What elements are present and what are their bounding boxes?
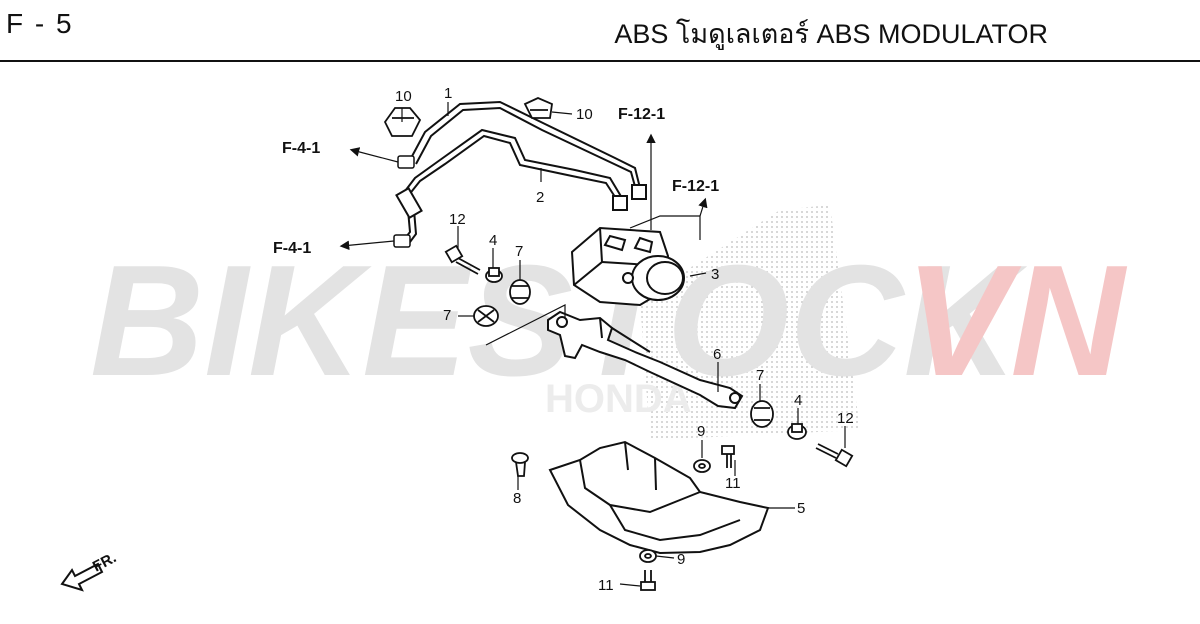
callout-1[interactable]: 1 <box>444 85 452 102</box>
rubber-mount-2 <box>473 305 499 327</box>
front-direction-arrow-icon: FR. <box>60 549 119 592</box>
callout-11-upper[interactable]: 11 <box>725 475 741 492</box>
callout-5[interactable]: 5 <box>797 500 805 517</box>
washer-9-upper <box>693 459 711 473</box>
collar-1 <box>485 267 503 283</box>
watermark-sub: HONDA <box>545 377 692 421</box>
callout-4-right[interactable]: 4 <box>794 392 802 409</box>
pipe-clip-right <box>523 97 553 119</box>
modulator-bracket <box>547 310 744 410</box>
screw-11-upper <box>721 445 735 468</box>
collar-2 <box>787 423 807 440</box>
ref-f4-1-lower[interactable]: F-4-1 <box>273 240 311 257</box>
callout-10-left[interactable]: 10 <box>395 88 412 105</box>
screw-11-lower <box>640 570 656 591</box>
page-code: F - 5 <box>6 8 74 39</box>
watermark: BIKESTOCK VN HONDA <box>90 205 1127 440</box>
header-divider <box>0 60 1200 62</box>
callout-7-upper[interactable]: 7 <box>515 243 523 260</box>
ref-f12-1-lower[interactable]: F-12-1 <box>672 178 719 195</box>
bolt-12-left <box>444 244 481 275</box>
brake-pipe-1 <box>409 100 647 200</box>
callout-9-upper[interactable]: 9 <box>697 423 705 440</box>
callout-6[interactable]: 6 <box>713 346 721 363</box>
callout-12-right[interactable]: 12 <box>837 410 854 427</box>
page-title: ABS โมดูเลเตอร์ ABS MODULATOR <box>614 19 1048 49</box>
callout-12-left[interactable]: 12 <box>449 211 466 228</box>
callout-7-right[interactable]: 7 <box>756 367 764 384</box>
reference-arrows <box>339 133 708 251</box>
rubber-mount-1 <box>509 279 531 305</box>
leader-lines <box>401 102 846 587</box>
callout-4-left[interactable]: 4 <box>489 232 497 249</box>
washer-9-lower <box>639 549 657 563</box>
callout-9-lower[interactable]: 9 <box>677 551 685 568</box>
rubber-mount-3 <box>750 400 774 428</box>
brake-pipe-2 <box>395 128 628 247</box>
callout-3[interactable]: 3 <box>711 266 719 283</box>
callout-10-right[interactable]: 10 <box>576 106 593 123</box>
bolt-12-right <box>815 443 854 468</box>
callout-8[interactable]: 8 <box>513 490 521 507</box>
callout-7-left[interactable]: 7 <box>443 307 451 324</box>
callout-11-lower[interactable]: 11 <box>598 577 614 594</box>
ref-f12-1-upper[interactable]: F-12-1 <box>618 106 665 123</box>
callout-2[interactable]: 2 <box>536 189 544 206</box>
under-cover <box>548 440 770 555</box>
pipe-fitting-lower <box>393 234 411 248</box>
abs-modulator <box>570 226 685 307</box>
watermark-suffix: VN <box>905 233 1127 409</box>
ref-f4-1-upper[interactable]: F-4-1 <box>282 140 320 157</box>
clip-8 <box>511 452 529 477</box>
pipe-fitting-upper <box>397 155 415 169</box>
